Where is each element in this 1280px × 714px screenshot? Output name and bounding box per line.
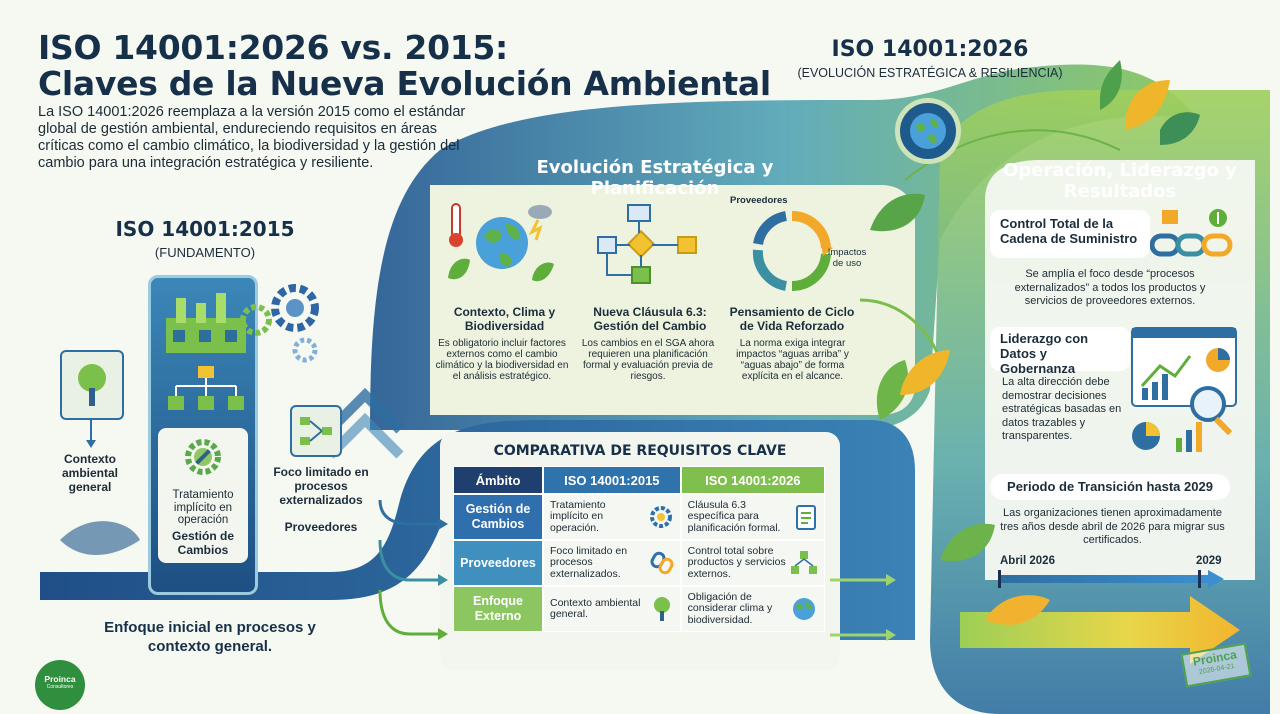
iso2015-column: Tratamiento implícito en operación Gesti… [148,275,258,595]
iso2015-title: ISO 14001:2015 [115,217,295,241]
chain-link-icon [650,551,674,575]
strategic-item2-desc: Los cambios en el SGA ahora requieren un… [581,338,715,382]
boxes-network-icon [791,551,817,574]
row2-scope: Proveedores [453,540,543,586]
page-title-line1: ISO 14001:2026 vs. 2015: [38,28,508,67]
table-row: Gestión de Cambios Tratamiento implícito… [453,494,825,540]
context-label: Contexto ambiental general [61,452,118,494]
supply-card: Control Total de la Cadena de Suministro [990,210,1150,258]
strategic-item1-title: Contexto, Clima y Biodiversidad [453,305,556,333]
row3-2015-text: Contexto ambiental general. [550,596,641,620]
globe-badge [895,98,961,164]
row1-2026-text: Cláusula 6.3 específica para planificaci… [687,498,781,534]
transition-desc: Las organizaciones tienen aproximadament… [1000,507,1225,546]
page-title: ISO 14001:2026 vs. 2015: Claves de la Nu… [38,30,771,102]
logo-sub: Consultores [46,684,74,690]
strategic-item2-title: Nueva Cláusula 6.3: Gestión del Cambio [593,305,707,333]
suppliers-label: Proveedores [284,520,358,534]
strategic-item3-title: Pensamiento de Ciclo de Vida Reforzado [729,305,855,333]
header-2026: ISO 14001:2026 [680,466,825,494]
iso2015-header: ISO 14001:2015 (FUNDAMENTO) [95,218,315,260]
supply-title: Control Total de la Cadena de Suministro [1000,216,1138,246]
flow-arrows-out [830,574,896,641]
lead-desc: La alta dirección debe demostrar decisio… [1002,376,1122,442]
globe-icon [910,113,946,149]
row1-2015: Tratamiento implícito en operación. [543,494,681,540]
lifecycle-cycle-icon [752,210,833,292]
lifecycle-top-label: Proveedores [730,195,788,206]
timeline-start: Abril 2026 [1000,555,1055,567]
factory-icon [166,293,246,353]
treatment-card: Tratamiento implícito en operación Gesti… [158,428,248,563]
strategic-item1-desc: Es obligatorio incluir factores externos… [435,338,569,382]
gear-green-icon [240,304,272,336]
analytics-dashboard-icon [1131,327,1237,452]
row2-2015: Foco limitado en procesos externalizados… [543,540,681,586]
gear-icon [649,506,672,528]
strategic-heading: Evolución Estratégica y Planificación [536,157,774,199]
flowchart-icon [597,204,697,284]
intro-text: La ISO 14001:2026 reemplaza a la versión… [38,104,466,171]
focus-label: Foco limitado en procesos externalizados [273,465,369,507]
network-icon [300,417,332,445]
row3-2015: Contexto ambiental general. [543,586,681,632]
change-label: Gestión de Cambios [171,528,234,557]
table-row: Proveedores Foco limitado en procesos ex… [453,540,825,586]
tree-icon [653,597,670,621]
table-row: Enfoque Externo Contexto ambiental gener… [453,586,825,632]
right-header-subtitle: (EVOLUCIÓN ESTRATÉGICA & RESILIENCIA) [797,66,1063,80]
flow-arrows-in [378,500,448,640]
logo-name: Proinca [44,674,76,684]
lead-card: Liderazgo con Datos y Gobernanza [990,327,1130,376]
flow-nodes-icon [168,366,244,410]
lead-title: Liderazgo con Datos y Gobernanza [1000,331,1089,376]
gear-wrench-icon [185,439,221,475]
row2-2026: Control total sobre productos y servicio… [680,540,825,586]
context-card [60,350,124,420]
row1-scope: Gestión de Cambios [453,494,543,540]
transition-title: Periodo de Transición hasta 2029 [1007,479,1213,494]
operation-heading: Operación, Liderazgo y Resultados [1002,160,1238,202]
comparison-table: Ámbito ISO 14001:2015 ISO 14001:2026 Ges… [453,466,825,632]
gears-icon [271,284,319,363]
right-header: ISO 14001:2026 (EVOLUCIÓN ESTRATÉGICA & … [770,37,1090,81]
globe-icon [793,598,815,620]
right-header-title: ISO 14001:2026 [831,37,1029,62]
climate-biodiversity-icon [448,203,554,282]
header-2015: ISO 14001:2015 [543,466,681,494]
timeline-bar [998,570,1224,588]
comparison-heading: COMPARATIVA DE REQUISITOS CLAVE [493,443,787,459]
focus-card [290,405,342,457]
row2-2026-text: Control total sobre productos y servicio… [687,544,786,580]
treatment-label: Tratamiento implícito en operación [172,489,234,526]
page-title-line2: Claves de la Nueva Evolución Ambiental [38,64,771,103]
header-scope: Ámbito [453,466,543,494]
row2-2015-text: Foco limitado en procesos externalizados… [550,544,628,580]
down-arrow-icon [86,420,96,448]
supply-desc: Se amplía el foco desde “procesos extern… [1014,268,1206,307]
iso2015-bottom-text: Enfoque inicial en procesos y contexto g… [104,619,316,655]
lifecycle-right-label: Impactos de uso [827,247,867,269]
clipboard-icon [796,505,816,530]
timeline-end: 2029 [1196,555,1222,567]
strategic-item3-desc: La norma exiga integrar impactos “aguas … [736,338,849,382]
row3-scope: Enfoque Externo [453,586,543,632]
row1-2015-text: Tratamiento implícito en operación. [550,498,606,534]
tree-icon [78,364,106,406]
transition-card: Periodo de Transición hasta 2029 [990,474,1230,500]
row3-2026-text: Obligación de considerar clima y biodive… [687,590,773,626]
comparison-header-row: Ámbito ISO 14001:2015 ISO 14001:2026 [453,466,825,494]
proinca-logo: Proinca Consultores [35,660,85,710]
row1-2026: Cláusula 6.3 específica para planificaci… [680,494,825,540]
row3-2026: Obligación de considerar clima y biodive… [680,586,825,632]
iso2015-subtitle: (FUNDAMENTO) [154,245,256,260]
supply-chain-icon [1150,209,1233,257]
